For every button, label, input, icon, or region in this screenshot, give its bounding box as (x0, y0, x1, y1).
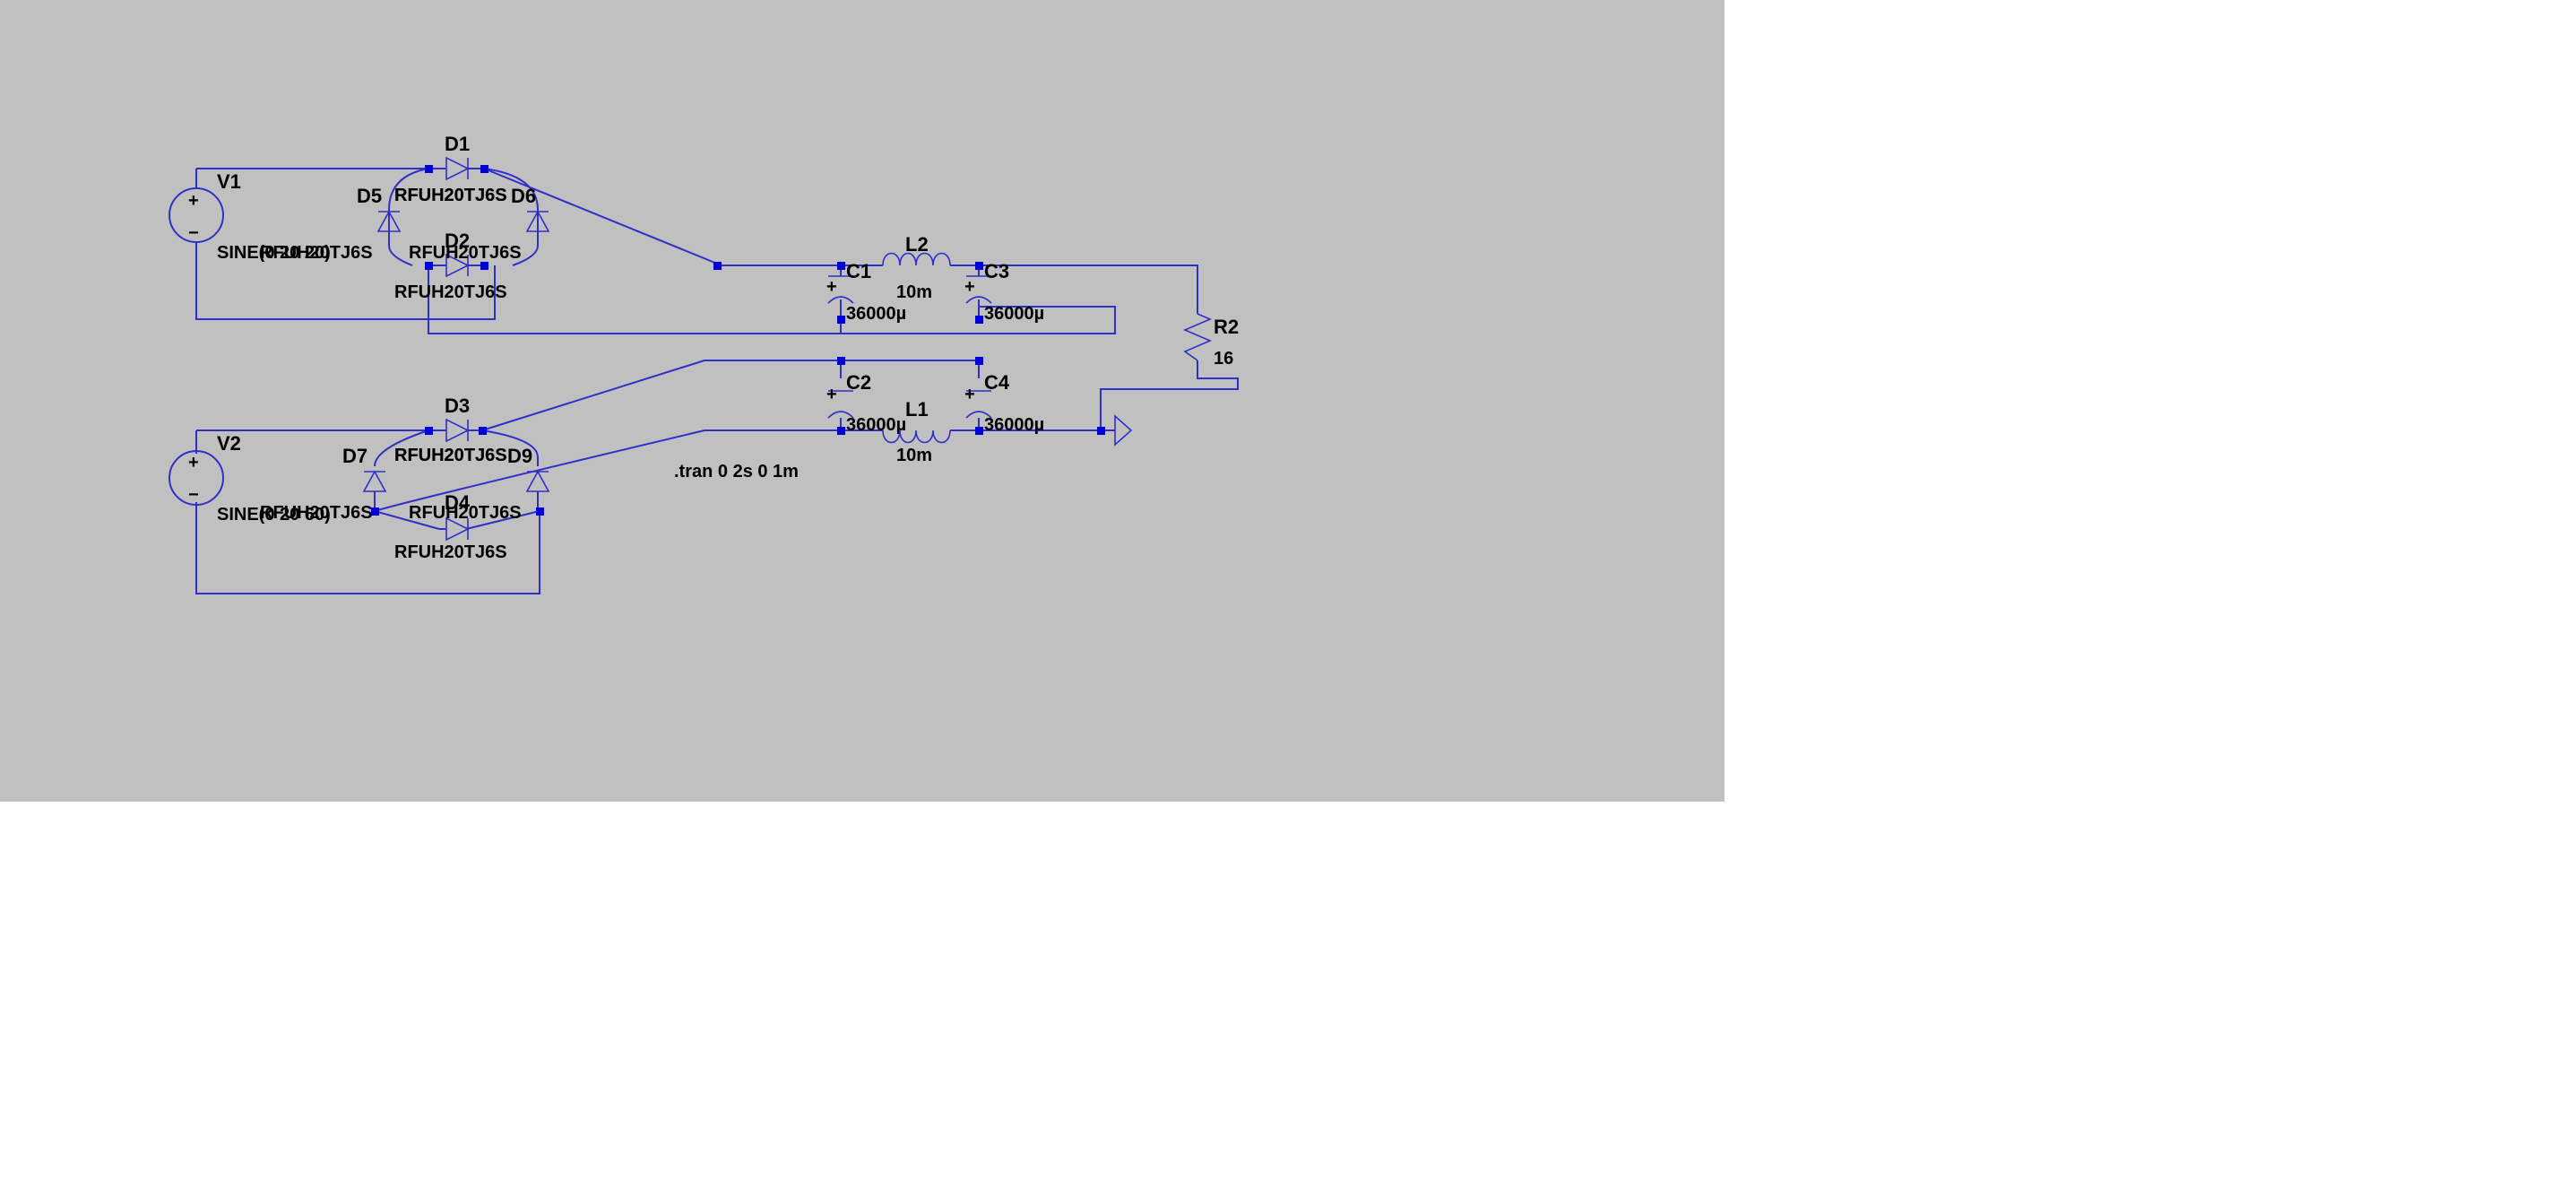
schematic-diagram[interactable]: + − V1 SINE(0 20 20) + − V2 SINE(0 20 60… (0, 0, 1725, 802)
l1-value: 10m (896, 446, 932, 465)
diode-d4[interactable]: D4 RFUH20TJ6S RFUH20TJ6S (394, 491, 522, 562)
d4-value-top: RFUH20TJ6S (409, 503, 522, 523)
c1-label: C1 (846, 260, 871, 282)
c4-label: C4 (984, 371, 1010, 394)
svg-text:+: + (188, 453, 199, 473)
c1-value: 36000µ (846, 304, 906, 324)
l1-label: L1 (905, 398, 929, 421)
r2-value: 16 (1214, 349, 1233, 369)
svg-text:−: − (188, 485, 199, 505)
svg-text:+: + (826, 277, 837, 297)
wires (195, 168, 1239, 594)
d2-value-top: RFUH20TJ6S (409, 243, 522, 263)
v2-label: V2 (217, 432, 241, 455)
r2-label: R2 (1214, 316, 1239, 338)
spice-directive[interactable]: .tran 0 2s 0 1m (674, 462, 799, 481)
svg-text:−: − (188, 223, 199, 243)
diode-d7[interactable]: D7 RFUH20TJ6S (260, 445, 387, 523)
c4-value: 36000µ (984, 415, 1044, 435)
svg-text:+: + (964, 277, 975, 297)
capacitor-c2[interactable]: + C2 36000µ (826, 371, 906, 435)
v1-value: SINE(0 20 20) (217, 243, 331, 263)
diode-d1[interactable]: D1 RFUH20TJ6S (394, 133, 507, 205)
svg-text:+: + (964, 385, 975, 404)
c2-value: 36000µ (846, 415, 906, 435)
svg-text:+: + (188, 191, 199, 211)
resistor-r2[interactable]: R2 16 (1182, 313, 1239, 369)
l2-value: 10m (896, 282, 932, 302)
d6-label: D6 (511, 185, 536, 207)
diode-d2[interactable]: D2 RFUH20TJ6S RFUH20TJ6S (394, 230, 522, 302)
junction-dots (371, 165, 1105, 516)
d9-value: RFUH20TJ6S (394, 446, 507, 465)
d3-label: D3 (445, 395, 470, 417)
d9-label: D9 (507, 445, 532, 467)
ground-symbol[interactable] (1101, 414, 1133, 447)
d4-label: D4 (445, 491, 471, 514)
l2-label: L2 (905, 233, 929, 256)
inductor-l1[interactable]: L1 10m (882, 398, 951, 465)
schematic-canvas[interactable]: + − V1 SINE(0 20 20) + − V2 SINE(0 20 60… (0, 0, 1725, 802)
d4-value: RFUH20TJ6S (394, 542, 507, 562)
voltage-source-v2[interactable]: + − V2 SINE(0 20 60) (169, 432, 331, 525)
v2-value: SINE(0 20 60) (217, 505, 331, 525)
c3-value: 36000µ (984, 304, 1044, 324)
d3-value: RFUH20TJ6S (394, 446, 507, 465)
diode-d5[interactable]: D5 RFUH20TJ6S (260, 185, 402, 263)
c2-label: C2 (846, 371, 871, 394)
capacitor-c1[interactable]: + C1 36000µ (826, 260, 906, 324)
d7-value: RFUH20TJ6S (260, 503, 373, 523)
diode-d9[interactable]: D9 RFUH20TJ6S (394, 445, 550, 492)
voltage-source-v1[interactable]: + − V1 SINE(0 20 20) (169, 170, 331, 263)
svg-text:+: + (826, 385, 837, 404)
inductor-l2[interactable]: L2 10m (882, 233, 951, 302)
d1-label: D1 (445, 133, 470, 155)
diode-d6[interactable]: D6 RFUH20TJ6S (394, 185, 550, 232)
d2-value: RFUH20TJ6S (394, 282, 507, 302)
c3-label: C3 (984, 260, 1009, 282)
d2-label: D2 (445, 230, 470, 252)
d5-label: D5 (357, 185, 382, 207)
d1-value: RFUH20TJ6S (394, 186, 507, 205)
v1-label: V1 (217, 170, 241, 193)
d7-label: D7 (342, 445, 367, 467)
capacitor-c4[interactable]: + C4 36000µ (964, 371, 1044, 435)
d6-value: RFUH20TJ6S (394, 186, 507, 205)
d5-value: RFUH20TJ6S (260, 243, 373, 263)
capacitor-c3[interactable]: + C3 36000µ (964, 260, 1044, 324)
